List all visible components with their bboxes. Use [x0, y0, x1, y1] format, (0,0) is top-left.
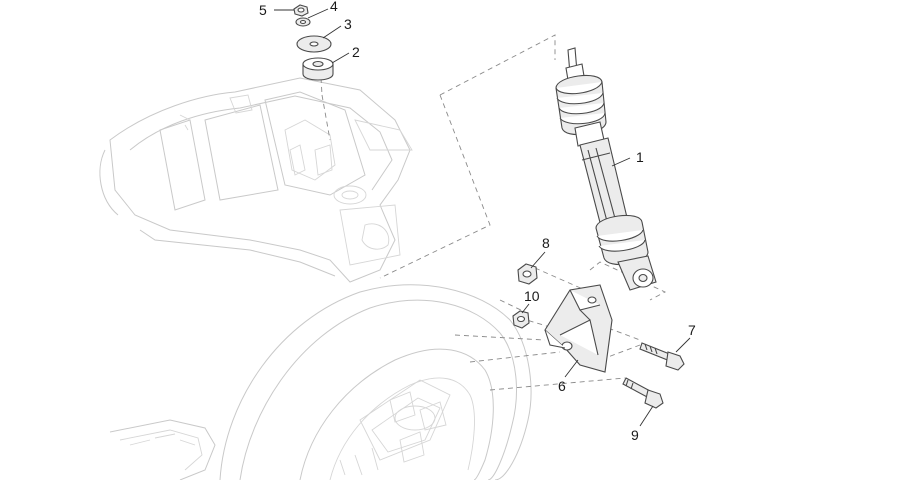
part-nut-5 [293, 4, 309, 17]
part-bolt-7 [639, 342, 685, 371]
callout-8: 8 [542, 235, 550, 251]
wheel-ghost [109, 284, 532, 480]
part-nut-10 [512, 310, 530, 329]
callout-6: 6 [558, 378, 566, 394]
part-nut-8 [517, 263, 538, 285]
part-rubber-bushing-2 [302, 57, 334, 81]
part-plate-washer-3 [296, 35, 332, 53]
callout-3: 3 [344, 16, 352, 32]
callout-10: 10 [524, 288, 540, 304]
assembly-lines [319, 34, 667, 391]
callout-5: 5 [259, 2, 267, 18]
callout-2: 2 [352, 44, 360, 60]
callout-7: 7 [688, 322, 696, 338]
frame-ghost [99, 77, 413, 283]
part-washer-4 [295, 17, 311, 27]
callout-labels: 5 4 3 2 1 8 10 7 6 9 [259, 0, 696, 443]
callout-4: 4 [330, 0, 338, 14]
part-bracket-6 [544, 284, 613, 373]
leader-lines [274, 8, 691, 427]
callout-9: 9 [631, 427, 639, 443]
part-shock-absorber-1 [555, 47, 657, 291]
callout-1: 1 [636, 149, 644, 165]
part-bolt-9 [622, 377, 664, 409]
